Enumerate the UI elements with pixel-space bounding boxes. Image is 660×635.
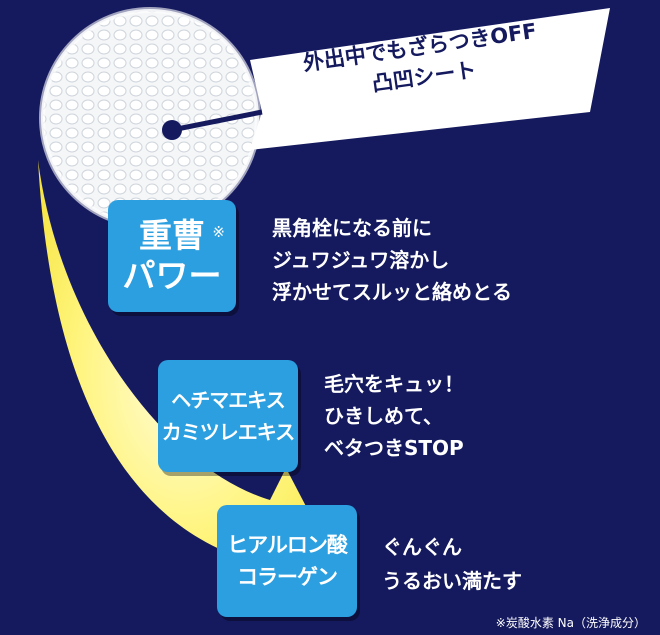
badge-1-footnote-mark: ※ [212,223,225,241]
badge-3-line-2: コラーゲン [237,565,338,589]
badge-moisture: ヒアルロン酸 コラーゲン [217,505,357,617]
badge-2-line-2: カミツレエキス [161,420,295,444]
badge-3-line-1: ヒアルロン酸 [227,533,348,557]
badge-baking-soda: 重曹 ※ パワー [108,200,236,312]
feature-3-description: ぐんぐん うるおい満たす [382,530,522,598]
badge-extracts: ヘチマエキス カミツレエキス [158,360,298,472]
footnote: ※炭酸水素 Na（洗浄成分） [495,616,646,630]
feature-2-line-1: 毛穴をキュッ！ [324,372,464,396]
banner-shape [250,8,610,150]
feature-1-line-3: 浮かせてスルッと絡めとる [272,280,512,304]
feature-2-line-2: ひきしめて、 [324,404,443,428]
badge-2-line-1: ヘチマエキス [171,388,285,412]
feature-1-line-1: 黒角栓になる前に [272,216,432,240]
pointer-line [171,109,263,133]
feature-1-description: 黒角栓になる前に ジュワジュワ溶かし 浮かせてスルッと絡めとる [272,212,512,308]
feature-2-line-3: ベタつきSTOP [324,436,464,460]
pointer-dot [162,120,182,140]
badge-1-line-2: パワー [122,256,222,295]
feature-2-description: 毛穴をキュッ！ ひきしめて、 ベタつきSTOP [324,368,464,464]
feature-3-line-1: ぐんぐん [382,535,462,559]
feature-3-line-2: うるおい満たす [382,569,522,593]
badge-1-line-1: 重曹 [139,216,205,255]
feature-1-line-2: ジュワジュワ溶かし [272,248,450,272]
